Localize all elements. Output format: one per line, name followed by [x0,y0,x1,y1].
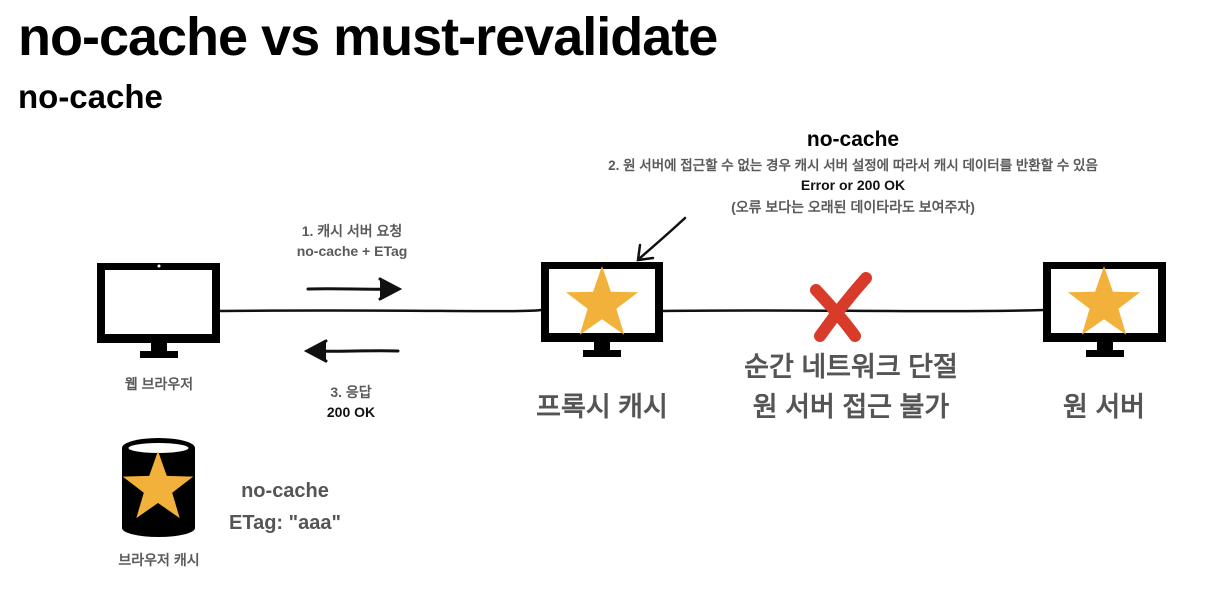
cache-directive-label: no-cache [241,480,329,502]
origin-star-icon [1067,266,1141,335]
proxy-star-icon [565,266,639,335]
arrow-right-icon [306,277,403,301]
cache-etag-label: ETag: "aaa" [229,512,341,534]
request-step-label: 1. 캐시 서버 요청 [301,223,403,239]
network-failure-line-2: 원 서버 접근 불가 [752,392,950,422]
database-icon [122,438,195,537]
cross-icon [810,272,872,342]
note-line-2: Error or 200 OK [800,177,906,193]
connection-line [218,308,1046,313]
note-line-3: (오류 보다는 오래된 데이타라도 보여주자) [731,199,975,215]
origin-monitor-icon [1043,262,1166,357]
note-heading: no-cache [806,128,900,151]
request-headers-label: no-cache + ETag [296,243,408,259]
note-line-1: 2. 원 서버에 접근할 수 없는 경우 캐시 서버 설정에 따라서 캐시 데이… [608,158,1098,173]
browser-monitor-icon [97,263,220,358]
page-subtitle: no-cache [18,78,163,115]
response-step-label: 3. 응답 [330,384,372,400]
browser-cache-label: 브라우저 캐시 [118,552,200,568]
page-title: no-cache vs must-revalidate [18,7,718,67]
arrow-left-icon [303,339,400,363]
proxy-monitor-icon [541,262,663,357]
browser-cache-star-icon [122,451,194,519]
origin-label: 원 서버 [1062,392,1146,422]
response-status-label: 200 OK [326,404,376,420]
network-failure-line-1: 순간 네트워크 단절 [744,352,958,382]
proxy-label: 프록시 캐시 [536,392,668,422]
pointer-arrow-icon [636,216,687,262]
browser-label: 웹 브라우저 [124,376,194,392]
